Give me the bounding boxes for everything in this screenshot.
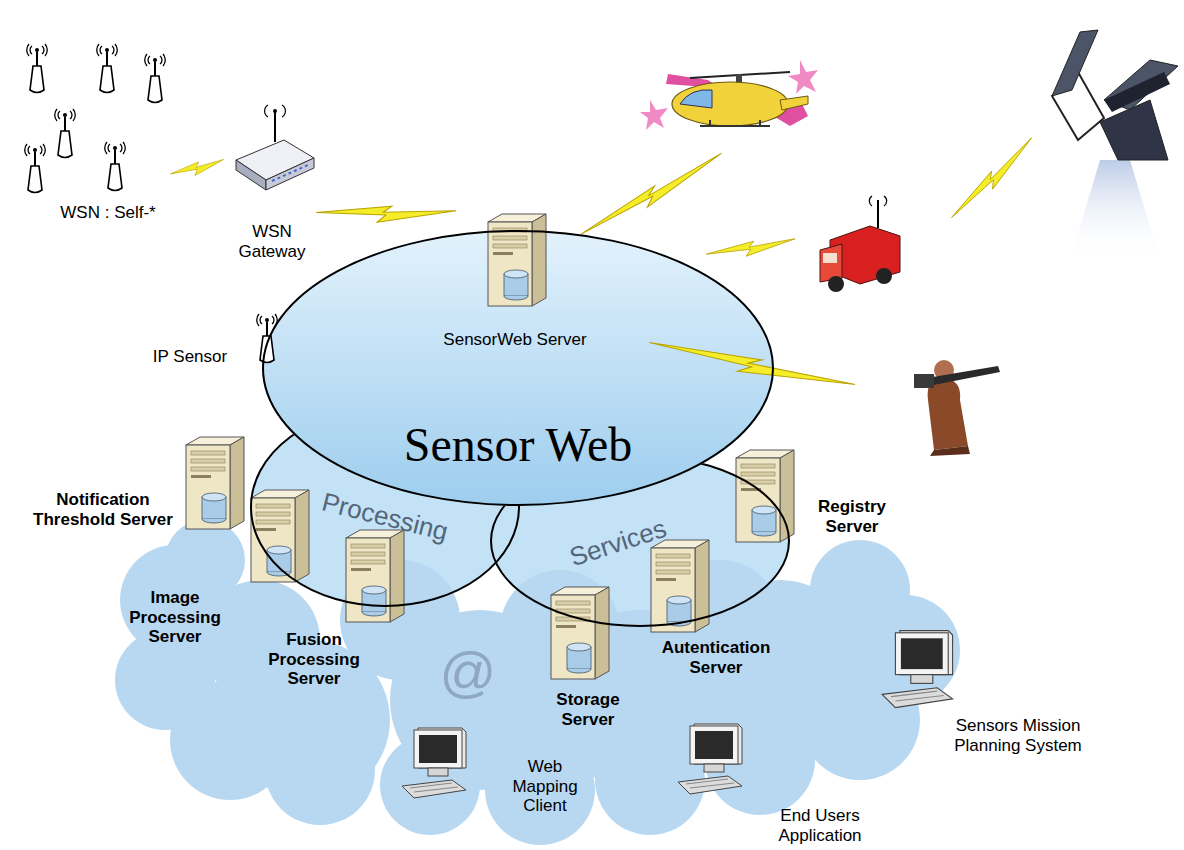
node-title: Processing — [319, 486, 451, 547]
truck — [820, 196, 900, 292]
satellite — [1052, 30, 1178, 260]
server-label: Autentication Server — [646, 638, 786, 677]
at-symbol: @ — [440, 640, 497, 704]
device-label: WSN Gateway — [222, 222, 322, 261]
server-label: SensorWeb Server — [435, 330, 595, 350]
soldier — [914, 360, 1000, 456]
server-label: Notification Threshold Server — [33, 490, 173, 529]
device-label: IP Sensor — [153, 347, 227, 367]
sensor-web-ellipse: Sensor Web — [262, 230, 774, 506]
client-label: End Users Application — [755, 806, 885, 845]
client-label: Sensors Mission Planning System — [928, 716, 1108, 755]
server-label: Registry Server — [802, 497, 902, 536]
client-label: Web Mapping Client — [500, 757, 590, 816]
network-label: WSN : Self-* — [60, 203, 155, 223]
server-label: Image Processing Server — [113, 588, 237, 647]
services-circle: Services — [490, 455, 790, 627]
server-label: Storage Server — [538, 690, 638, 729]
node-title: Sensor Web — [404, 417, 633, 472]
server-label: Fusion Processing Server — [256, 630, 372, 689]
cloud — [115, 520, 960, 845]
helicopter — [640, 60, 818, 130]
node-title: Services — [566, 513, 670, 573]
gateway-router — [236, 105, 314, 190]
